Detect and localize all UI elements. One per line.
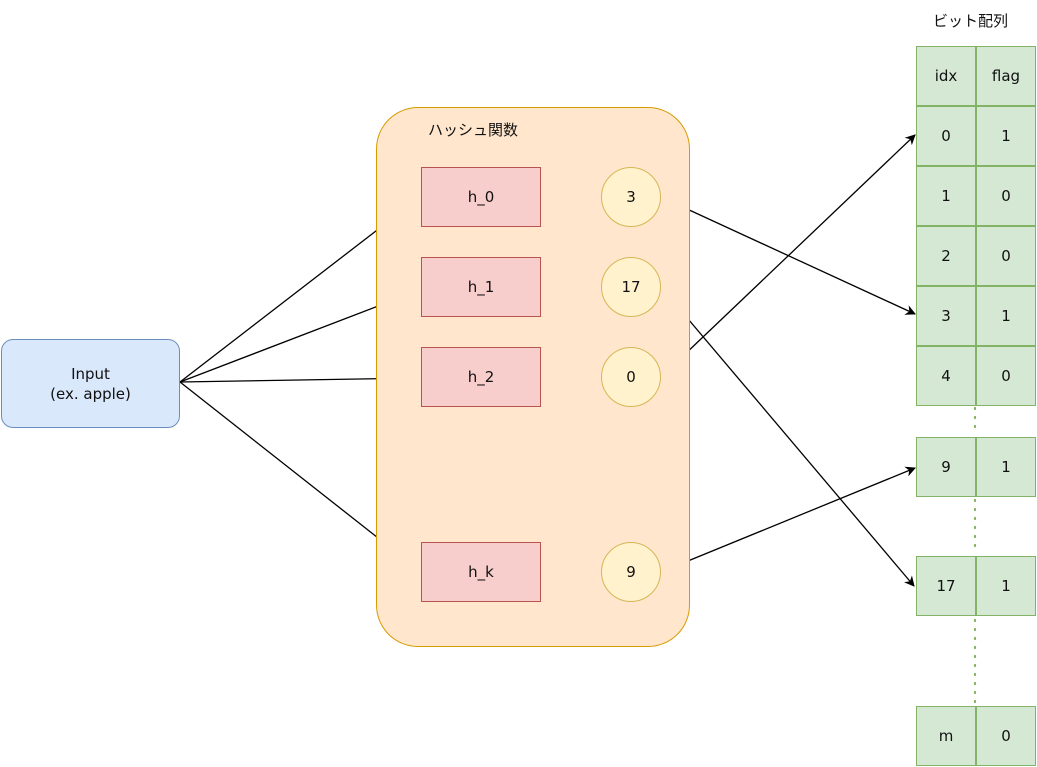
flag-value: 0 — [1001, 187, 1011, 205]
input-label: Input — [71, 364, 110, 383]
idx-value: m — [938, 727, 954, 745]
flag-value: 1 — [1001, 307, 1011, 325]
idx-value: 3 — [941, 307, 951, 325]
idx-value: 0 — [941, 127, 951, 145]
bit-array-header-flag: flag — [976, 46, 1036, 106]
header-label: flag — [991, 67, 1021, 85]
flag-value: 0 — [1001, 367, 1011, 385]
bit-array-flag-cell: 1 — [976, 286, 1036, 346]
edge-output-0-to-cell-0 — [660, 134, 916, 378]
hash-output-h1: 17 — [601, 257, 661, 317]
hash-function-label: h_2 — [467, 368, 495, 386]
idx-value: 2 — [941, 247, 951, 265]
bit-array-idx-cell: 2 — [916, 226, 976, 286]
edge-output-17-to-cell-17 — [660, 286, 915, 587]
hash-function-label: h_k — [468, 563, 494, 581]
edge-output-9-to-cell-9 — [660, 466, 916, 573]
bit-array-header-idx: idx — [916, 46, 976, 106]
bit-array-idx-cell: 17 — [916, 556, 976, 616]
input-example: (ex. apple) — [50, 384, 131, 403]
hash-function-h2: h_2 — [421, 347, 541, 407]
bit-array-idx-cell: 9 — [916, 437, 976, 497]
hash-functions-title: ハッシュ関数 — [428, 121, 519, 139]
bit-array-idx-cell: 4 — [916, 346, 976, 406]
hash-function-hk: h_k — [421, 542, 541, 602]
bit-array-flag-cell: 0 — [976, 226, 1036, 286]
bit-array-flag-cell: 0 — [976, 706, 1036, 766]
flag-value: 1 — [1001, 577, 1011, 595]
hash-output-value: 0 — [626, 368, 636, 386]
bit-array-flag-cell: 1 — [976, 106, 1036, 166]
idx-value: 4 — [941, 367, 951, 385]
hash-output-h0: 3 — [601, 167, 661, 227]
bit-array-idx-cell: 0 — [916, 106, 976, 166]
header-label: idx — [934, 67, 958, 85]
bit-array-idx-cell: m — [916, 706, 976, 766]
flag-value: 1 — [1001, 127, 1011, 145]
bit-array-flag-cell: 1 — [976, 556, 1036, 616]
hash-output-hk: 9 — [601, 542, 661, 602]
hash-output-h2: 0 — [601, 347, 661, 407]
hash-function-h0: h_0 — [421, 167, 541, 227]
hash-output-value: 9 — [626, 563, 636, 581]
hash-output-value: 17 — [621, 278, 641, 296]
hash-function-h1: h_1 — [421, 257, 541, 317]
bit-array-flag-cell: 0 — [976, 346, 1036, 406]
bit-array-title: ビット配列 — [933, 12, 1009, 30]
idx-value: 17 — [936, 577, 956, 595]
bit-array-idx-cell: 3 — [916, 286, 976, 346]
idx-value: 1 — [941, 187, 951, 205]
hash-function-label: h_0 — [467, 188, 495, 206]
idx-value: 9 — [941, 458, 951, 476]
hash-output-value: 3 — [626, 188, 636, 206]
flag-value: 1 — [1001, 458, 1011, 476]
input-node: Input (ex. apple) — [1, 339, 180, 428]
hash-function-label: h_1 — [467, 278, 495, 296]
flag-value: 0 — [1001, 727, 1011, 745]
bit-array-idx-cell: 1 — [916, 166, 976, 226]
flag-value: 0 — [1001, 247, 1011, 265]
bit-array-flag-cell: 1 — [976, 437, 1036, 497]
bit-array-flag-cell: 0 — [976, 166, 1036, 226]
